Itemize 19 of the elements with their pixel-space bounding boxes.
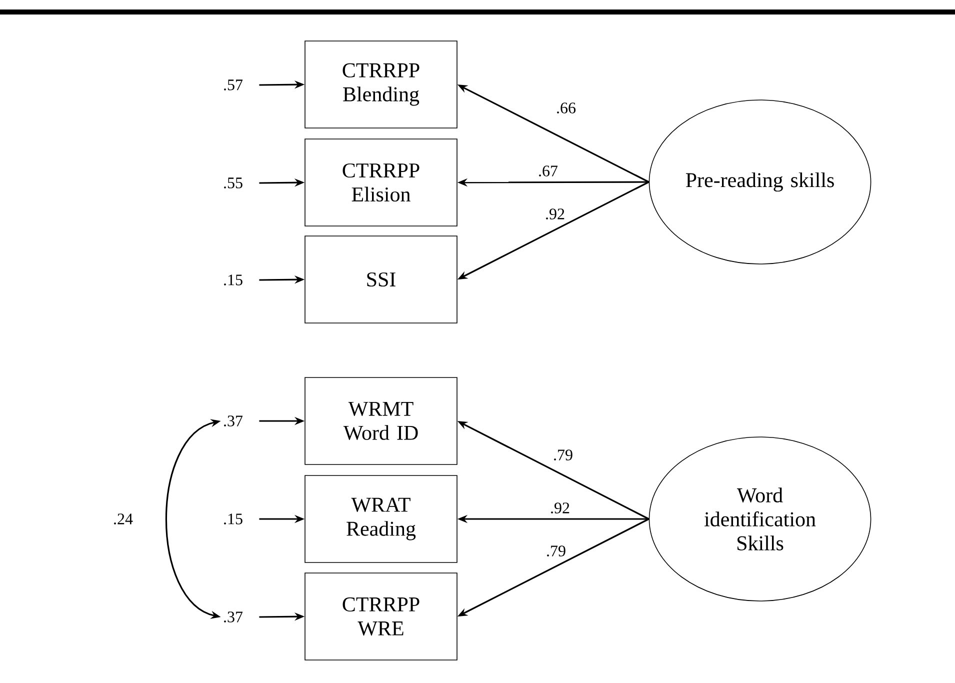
variable-box: SSI [304, 236, 458, 324]
error-value: .37 [224, 416, 243, 426]
edge-label: .92 [544, 208, 566, 220]
edge-label: .92 [549, 502, 571, 514]
error-value: .15 [224, 274, 242, 286]
error-value: .57 [224, 80, 243, 90]
variable-box: WRAT Reading [304, 475, 458, 563]
error-value: .15 [224, 514, 242, 524]
variable-box: WRMT Word ID [304, 377, 458, 465]
variable-box: CTRRPP WRE [304, 572, 458, 660]
error-value: .55 [224, 178, 242, 188]
edge-label: .66 [555, 102, 577, 114]
variable-box: CTRRPP Elision [304, 138, 458, 226]
variable-box: CTRRPP Blending [304, 40, 458, 128]
edge-label: .79 [552, 448, 574, 462]
edge-label: .24 [112, 512, 134, 526]
error-value: .37 [224, 612, 243, 622]
edge-label: .79 [545, 544, 567, 558]
edge-label: .67 [537, 164, 559, 178]
